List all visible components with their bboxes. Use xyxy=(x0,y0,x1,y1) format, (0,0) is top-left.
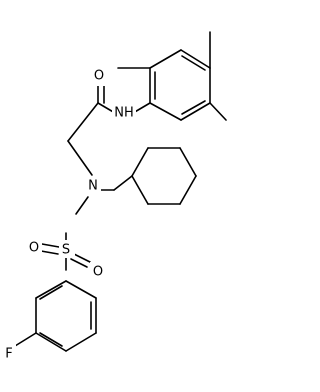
fluorine-label: F xyxy=(5,347,12,362)
molecule-diagram: O NH N S O O F xyxy=(2,31,227,362)
sulfonamide-nitrogen-label: N xyxy=(88,179,98,194)
sulfur-label: S xyxy=(62,243,70,258)
fluorophenyl-ring xyxy=(14,280,97,352)
carbonyl-oxygen-label: O xyxy=(94,69,104,84)
amide-nh-label: NH xyxy=(114,106,134,121)
sulfonyl-oxygen-right-label: O xyxy=(93,265,103,280)
methyl-groups xyxy=(117,31,227,121)
amide-group xyxy=(67,81,151,142)
mesityl-ring xyxy=(149,49,211,121)
sulfonamide-bonds xyxy=(40,140,115,271)
atom-labels: O NH N S O O F xyxy=(2,69,136,362)
sulfonyl-oxygen-left-label: O xyxy=(29,241,39,256)
cyclohexyl-ring xyxy=(113,147,197,205)
